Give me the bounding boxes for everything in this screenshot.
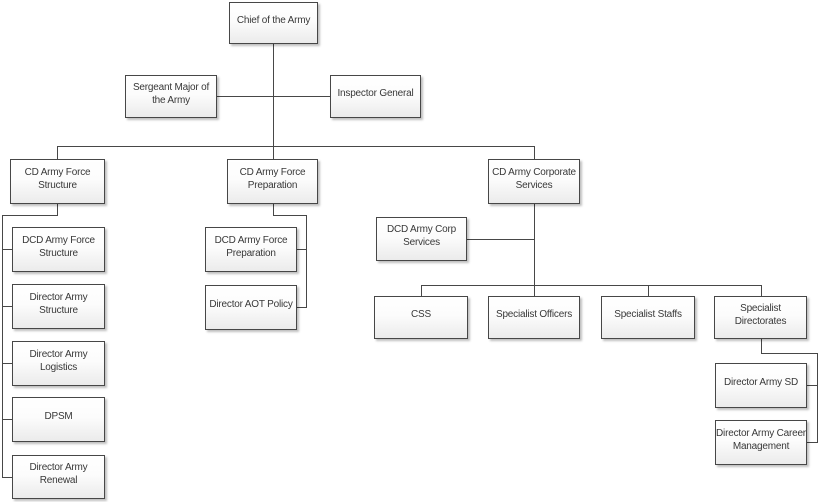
node-cd-army-force-structure: CD Army Force Structure	[10, 159, 105, 204]
node-label: CD Army Force Preparation	[239, 166, 306, 191]
node-dcd-army-corp-services: DCD Army Corp Services	[376, 217, 467, 261]
connector-stub-specialist-directorates	[761, 285, 762, 296]
node-label: DCD Army Force Structure	[22, 234, 95, 259]
node-sergeant-major-of-the-army: Sergeant Major of the Army	[125, 75, 217, 118]
connector-stub-cd-force-structure	[57, 146, 58, 159]
node-label: Specialist Staffs	[614, 309, 682, 320]
connector-stub-dcd-corp-services	[467, 239, 534, 240]
connector-stub-css	[421, 285, 422, 296]
connector-assistant-row	[217, 96, 330, 97]
connector-stub-director-army-career-management	[807, 442, 817, 443]
node-dcd-army-force-preparation: DCD Army Force Preparation	[205, 227, 297, 272]
node-label: Director Army Renewal	[29, 462, 88, 486]
connector-force-structure-drop	[57, 204, 58, 216]
node-label: Director Army Logistics	[29, 348, 88, 373]
connector-corporate-services-bus	[421, 285, 762, 286]
connector-stub-director-army-structure	[2, 306, 12, 307]
node-label: Specialist Officers	[495, 309, 573, 320]
connector-stub-director-army-logistics	[2, 363, 12, 364]
node-director-aot-policy: Director AOT Policy	[205, 285, 297, 330]
node-chief-of-the-army: Chief of the Army	[229, 2, 318, 44]
node-label: Director AOT Policy	[209, 299, 293, 310]
node-specialist-officers: Specialist Officers	[488, 296, 580, 339]
connector-directorates-elbow	[761, 353, 818, 354]
node-director-army-sd: Director Army SD	[715, 363, 807, 408]
connector-stub-director-army-renewal	[2, 477, 12, 478]
connector-chief-trunk	[273, 44, 274, 146]
node-inspector-general: Inspector General	[330, 75, 421, 118]
node-dcd-army-force-structure: DCD Army Force Structure	[12, 227, 105, 272]
connector-stub-cd-force-preparation	[273, 146, 274, 159]
node-director-army-career-management: Director Army Career Management	[715, 420, 807, 465]
node-dpsm: DPSM	[12, 397, 105, 442]
connector-stub-director-aot-policy	[297, 307, 306, 308]
node-label: DCD Army Corp Services	[386, 224, 457, 248]
connector-force-preparation-drop	[273, 204, 274, 216]
node-label: Inspector General	[337, 88, 414, 99]
connector-stub-director-army-sd	[807, 385, 817, 386]
node-label: Sergeant Major of the Army	[132, 81, 210, 106]
connector-stub-cd-corporate-services	[534, 146, 535, 159]
connector-force-structure-elbow	[2, 215, 58, 216]
connector-level2-bus	[57, 146, 535, 147]
node-label: DCD Army Force Preparation	[214, 234, 288, 259]
node-label: Chief of the Army	[236, 14, 311, 26]
node-label: Director Army Structure	[29, 291, 88, 316]
node-label: DPSM	[44, 411, 73, 422]
node-cd-army-corporate-services: CD Army Corporate Services	[488, 159, 580, 204]
node-label: Specialist Directorates	[734, 302, 787, 327]
node-label: Director Army SD	[723, 377, 799, 388]
connector-stub-dcd-force-preparation	[297, 249, 306, 250]
node-specialist-directorates: Specialist Directorates	[714, 296, 807, 339]
node-specialist-staffs: Specialist Staffs	[601, 296, 695, 339]
connector-stub-dcd-force-structure	[2, 249, 12, 250]
node-label: CD Army Corporate Services	[492, 166, 576, 191]
connector-corporate-services-drop	[534, 204, 535, 285]
node-label: CSS	[411, 309, 431, 320]
connector-directorates-drop	[761, 339, 762, 354]
connector-force-preparation-rail	[306, 215, 307, 308]
node-css: CSS	[374, 296, 468, 339]
node-director-army-renewal: Director Army Renewal	[12, 455, 105, 499]
connector-stub-specialist-staffs	[648, 285, 649, 296]
node-label: Director Army Career Management	[716, 427, 806, 452]
connector-force-structure-rail	[2, 215, 3, 477]
node-label: CD Army Force Structure	[24, 166, 91, 191]
connector-stub-dpsm	[2, 419, 12, 420]
connector-force-preparation-elbow	[273, 215, 307, 216]
connector-directorates-rail	[817, 353, 818, 443]
node-director-army-logistics: Director Army Logistics	[12, 341, 105, 386]
node-cd-army-force-preparation: CD Army Force Preparation	[227, 159, 318, 204]
node-director-army-structure: Director Army Structure	[12, 284, 105, 329]
connector-stub-specialist-officers	[534, 285, 535, 296]
